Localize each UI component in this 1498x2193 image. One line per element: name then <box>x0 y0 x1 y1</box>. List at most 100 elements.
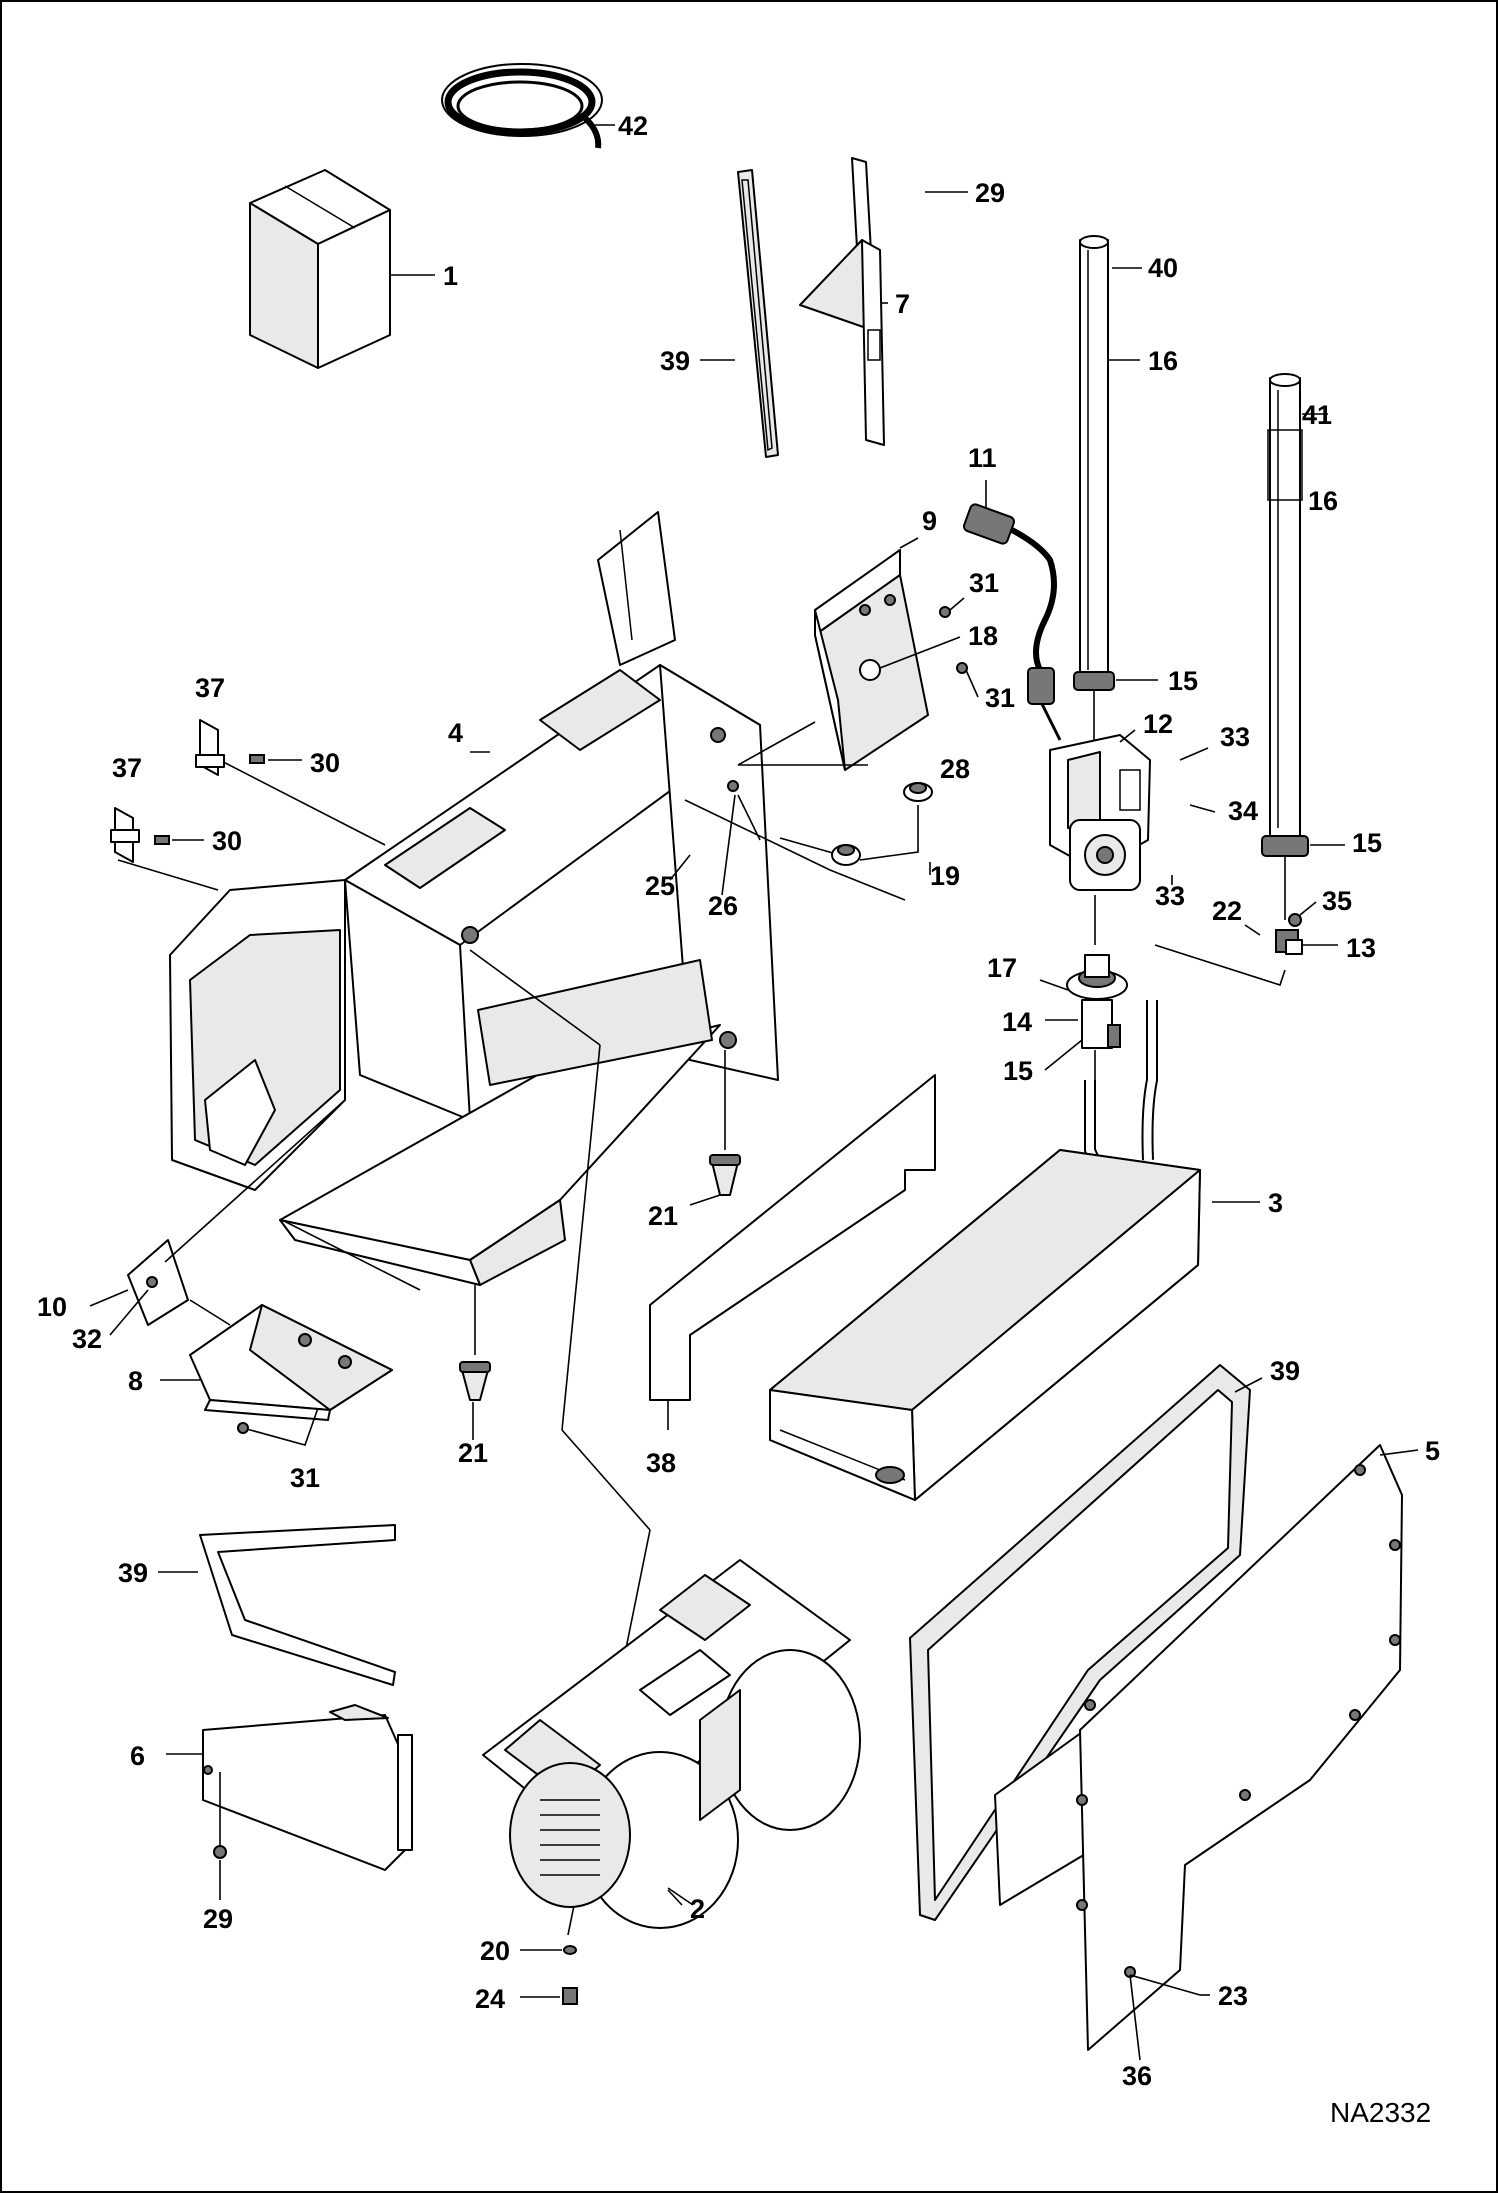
screw-26 <box>727 780 739 792</box>
pump-body <box>1069 819 1141 891</box>
leader-line <box>1044 1039 1083 1071</box>
callout-nut-33a: 33 <box>1179 722 1250 761</box>
callout-screw-30b: 30 <box>172 826 242 856</box>
callout-number: 23 <box>1218 1981 1248 2011</box>
callout-screw-top: 29 <box>925 178 1005 208</box>
seal-left <box>199 1524 396 1686</box>
callout-number: 37 <box>112 753 142 783</box>
callout-number: 33 <box>1220 722 1250 752</box>
cover-5 <box>1076 1444 1403 2051</box>
bolt-9a <box>939 606 951 618</box>
damper <box>127 1239 189 1326</box>
callout-grommet-18: 18 <box>879 621 998 669</box>
leader-line <box>109 1289 149 1336</box>
callout-number: 14 <box>1002 1007 1032 1037</box>
callout-drain-left: 21 <box>458 1402 488 1468</box>
callout-clamp-right: 15 <box>1310 828 1382 858</box>
callout-number: 42 <box>618 111 648 141</box>
leader-line <box>1179 747 1209 761</box>
leader-line <box>1234 1377 1263 1393</box>
screw-bottom <box>213 1772 227 1859</box>
callout-number: 28 <box>940 754 970 784</box>
callout-number: 13 <box>1346 933 1376 963</box>
callout-clip-37a: 37 <box>195 673 225 703</box>
callout-number: 19 <box>930 861 960 891</box>
screw-23 <box>562 1987 578 2005</box>
callout-number: 39 <box>660 346 690 376</box>
callout-bolt-9a: 31 <box>949 568 999 611</box>
clamp-right <box>1261 835 1309 857</box>
bolt-9b <box>956 662 968 674</box>
callout-number: 1 <box>443 261 458 291</box>
box <box>249 169 391 369</box>
drain-right <box>709 1050 741 1196</box>
callout-fitting-14: 14 <box>1002 1007 1078 1037</box>
callout-number: 22 <box>1212 896 1242 926</box>
callout-tube-41: 41 <box>1302 400 1332 430</box>
washer-24 <box>563 1945 577 1955</box>
callout-number: 35 <box>1322 886 1352 916</box>
leader-line <box>667 1889 683 1906</box>
panel-6 <box>202 1704 413 1871</box>
callout-tube-right: 16 <box>1308 486 1338 516</box>
callout-number: 10 <box>37 1292 67 1322</box>
clamp-left <box>1073 671 1115 691</box>
callout-screw-26: 26 <box>708 794 738 921</box>
callout-housing: 4 <box>448 718 490 753</box>
leader-line <box>669 854 691 881</box>
callout-bracket-8: 8 <box>128 1366 200 1396</box>
leader-line <box>689 1194 721 1206</box>
callout-screw-bottom: 29 <box>203 1860 233 1934</box>
hose-coil <box>441 63 603 149</box>
callout-seal-left: 39 <box>118 1558 198 1588</box>
fitting-14 <box>1081 999 1121 1049</box>
callout-screw-36: 36 <box>1122 2061 1152 2091</box>
callout-tube-40: 40 <box>1112 253 1178 283</box>
callout-number: 17 <box>987 953 1017 983</box>
harness <box>963 503 1062 741</box>
callout-bolt-8: 31 <box>290 1463 320 1493</box>
callout-number: 9 <box>922 506 937 536</box>
callout-number: 40 <box>1148 253 1178 283</box>
panel-7 <box>799 157 885 446</box>
callout-blower: 2 <box>667 1889 705 1924</box>
callout-damper: 10 <box>37 1289 129 1322</box>
callout-heater-core: 3 <box>1212 1188 1283 1218</box>
callout-number: 11 <box>968 443 997 473</box>
seal-38 <box>649 1074 936 1401</box>
screw-30b <box>154 835 170 845</box>
leader-line <box>949 597 965 611</box>
callout-number: 31 <box>985 683 1015 713</box>
callout-bracket-9: 9 <box>899 506 937 549</box>
bracket-8 <box>189 1304 393 1421</box>
callout-valve-12: 12 <box>1119 709 1173 743</box>
leader-line <box>89 1289 129 1307</box>
grommet-19 <box>831 844 861 866</box>
leader-line <box>1299 901 1317 916</box>
seal-right <box>909 1364 1251 1921</box>
bolt-8 <box>237 1422 249 1434</box>
callout-number: 37 <box>195 673 225 703</box>
leader-line <box>879 636 961 669</box>
callout-number: 15 <box>1003 1056 1033 1086</box>
leader-line <box>1379 1449 1419 1456</box>
callout-number: 20 <box>480 1936 510 1966</box>
callout-fitting-35: 35 <box>1299 886 1352 916</box>
housing <box>169 511 779 1286</box>
callout-elbow-13: 13 <box>1302 933 1376 963</box>
callout-number: 7 <box>895 289 910 319</box>
elbow-13 <box>1275 929 1303 955</box>
callout-clamp-left: 15 <box>1116 666 1198 696</box>
callout-number: 8 <box>128 1366 143 1396</box>
callout-washer-24: 24 <box>475 1984 560 2014</box>
callout-grommet-28: 28 <box>940 754 970 784</box>
leader-line <box>1119 729 1136 743</box>
leader-line <box>965 669 979 698</box>
seal-top <box>737 169 779 458</box>
callout-fitting-22: 22 <box>1212 896 1261 936</box>
clip-37a <box>195 719 225 776</box>
drain-left <box>459 1285 491 1401</box>
tube-right <box>1267 373 1303 837</box>
callout-number: 29 <box>203 1904 233 1934</box>
grommet-28 <box>903 782 933 802</box>
